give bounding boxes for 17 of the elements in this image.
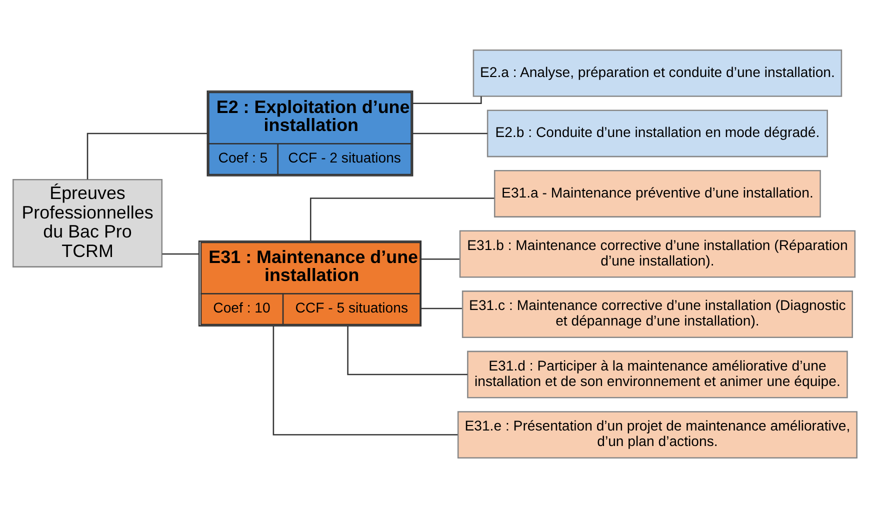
node-box: E2.b : Conduite d’une installation en mode dégradé. bbox=[486, 109, 828, 157]
connector bbox=[347, 325, 468, 375]
node-box: E31.c : Maintenance corrective d’une installation (Diagnostic et dépannage d’une installation). bbox=[462, 290, 853, 338]
node-box: E2.a : Analyse, préparation et conduite d’une installation. bbox=[472, 49, 842, 96]
node-box: Épreuves Professionnelles du Bac Pro TCRM bbox=[12, 178, 163, 267]
connector bbox=[413, 96, 482, 104]
node-box: E31.b : Maintenance corrective d’une installation (Réparation d’une installation). bbox=[459, 230, 856, 278]
connector bbox=[421, 258, 460, 260]
connector bbox=[421, 307, 462, 309]
connector bbox=[272, 326, 458, 435]
connector bbox=[412, 132, 488, 134]
node-box: E31.d : Participer à la maintenance améliorative d’une installation et de son environnement et animer une équipe. bbox=[467, 350, 848, 398]
node-box: E31.e : Présentation d’un projet de maintenance améliorative, d’un plan d’actions. bbox=[457, 410, 858, 458]
connector bbox=[162, 252, 200, 254]
connector bbox=[310, 197, 494, 240]
connector bbox=[86, 132, 208, 179]
node-box: E31.a - Maintenance préventive d’une installation. bbox=[494, 170, 821, 217]
